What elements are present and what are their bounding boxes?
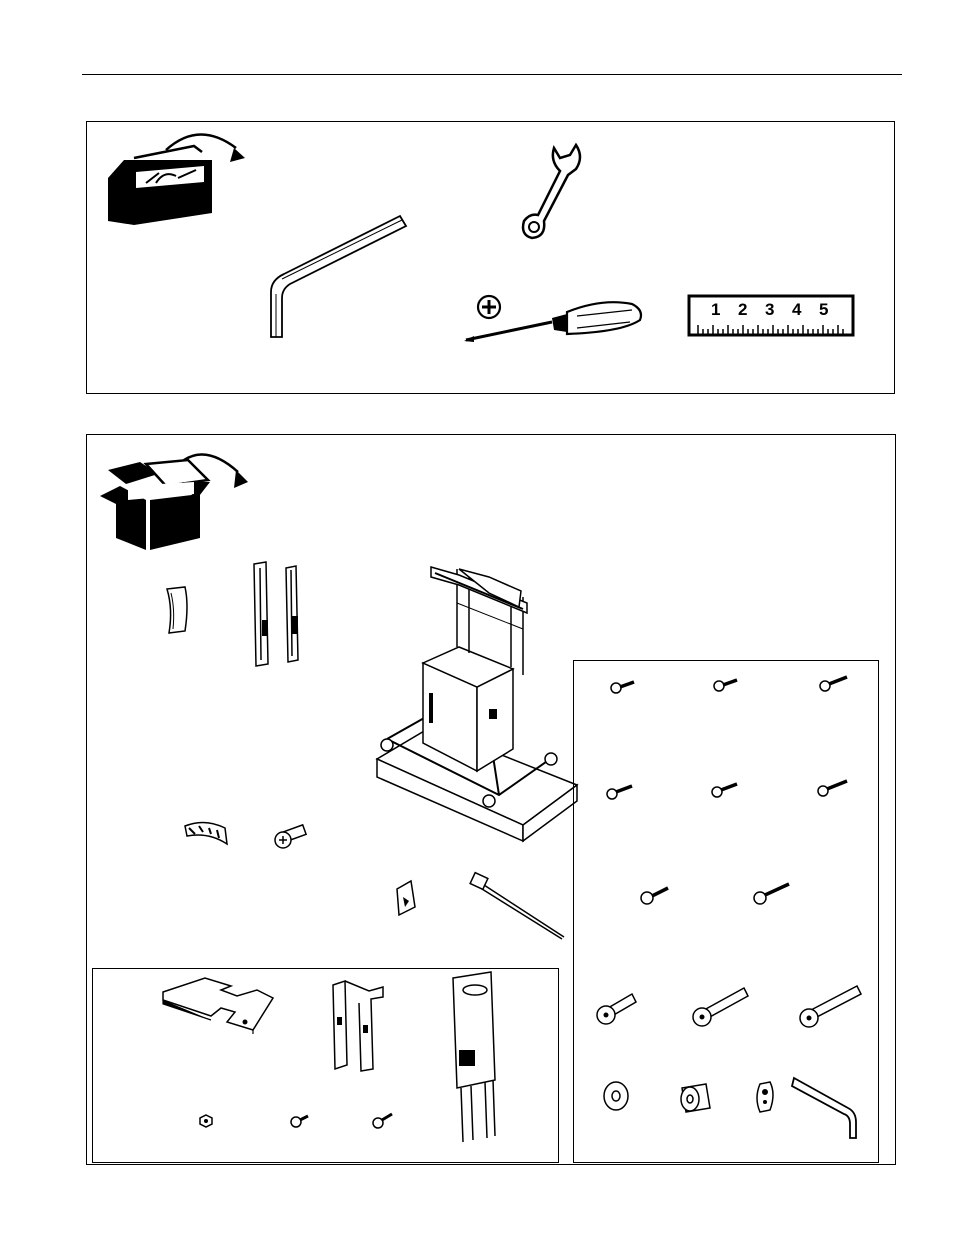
screw-m6-a bbox=[640, 884, 670, 906]
short-screw-part bbox=[290, 1113, 310, 1129]
cable-clip-part bbox=[181, 820, 231, 848]
u-bracket-part bbox=[329, 977, 385, 1073]
hex-key-part bbox=[792, 1072, 864, 1140]
keyhole-clip-part bbox=[752, 1080, 778, 1114]
screw-m4-b bbox=[713, 676, 739, 692]
large-screw-part bbox=[273, 822, 307, 852]
toolbox-icon bbox=[104, 128, 249, 228]
cable-tie-part bbox=[470, 873, 568, 943]
spacer-part bbox=[676, 1080, 714, 1114]
screw-m4-c bbox=[819, 674, 849, 692]
mobile-cart-stand-unit bbox=[373, 563, 579, 843]
screw-m5-b bbox=[711, 780, 739, 798]
washer-part bbox=[601, 1080, 631, 1112]
medium-screw-part bbox=[372, 1112, 394, 1130]
ruler-number-5: 5 bbox=[819, 300, 828, 320]
vertical-rails-part bbox=[248, 560, 308, 668]
ruler-number-3: 3 bbox=[765, 300, 774, 320]
cover-plate-part bbox=[163, 585, 191, 635]
phillips-screwdriver-icon bbox=[462, 292, 647, 352]
bolt-short bbox=[596, 990, 638, 1026]
tape-measure-icon: 1 2 3 4 5 bbox=[688, 295, 854, 336]
allen-wrench-icon bbox=[262, 212, 412, 347]
ruler-number-1: 1 bbox=[711, 300, 720, 320]
bolt-medium bbox=[692, 984, 752, 1028]
nut-part bbox=[199, 1114, 213, 1128]
bolt-long bbox=[799, 982, 865, 1030]
ruler-number-4: 4 bbox=[792, 300, 801, 320]
screw-m5-a bbox=[606, 782, 634, 800]
screw-m4-a bbox=[610, 678, 636, 694]
latch-part bbox=[391, 879, 421, 919]
ruler-number-2: 2 bbox=[738, 300, 747, 320]
open-end-wrench-icon bbox=[518, 143, 588, 243]
flat-plate-part bbox=[161, 972, 275, 1034]
header-rule bbox=[82, 74, 902, 75]
screw-m5-c bbox=[817, 778, 849, 798]
screw-m6-b bbox=[753, 880, 791, 906]
open-box-icon bbox=[98, 442, 258, 554]
mounting-plate-part bbox=[447, 970, 503, 1148]
